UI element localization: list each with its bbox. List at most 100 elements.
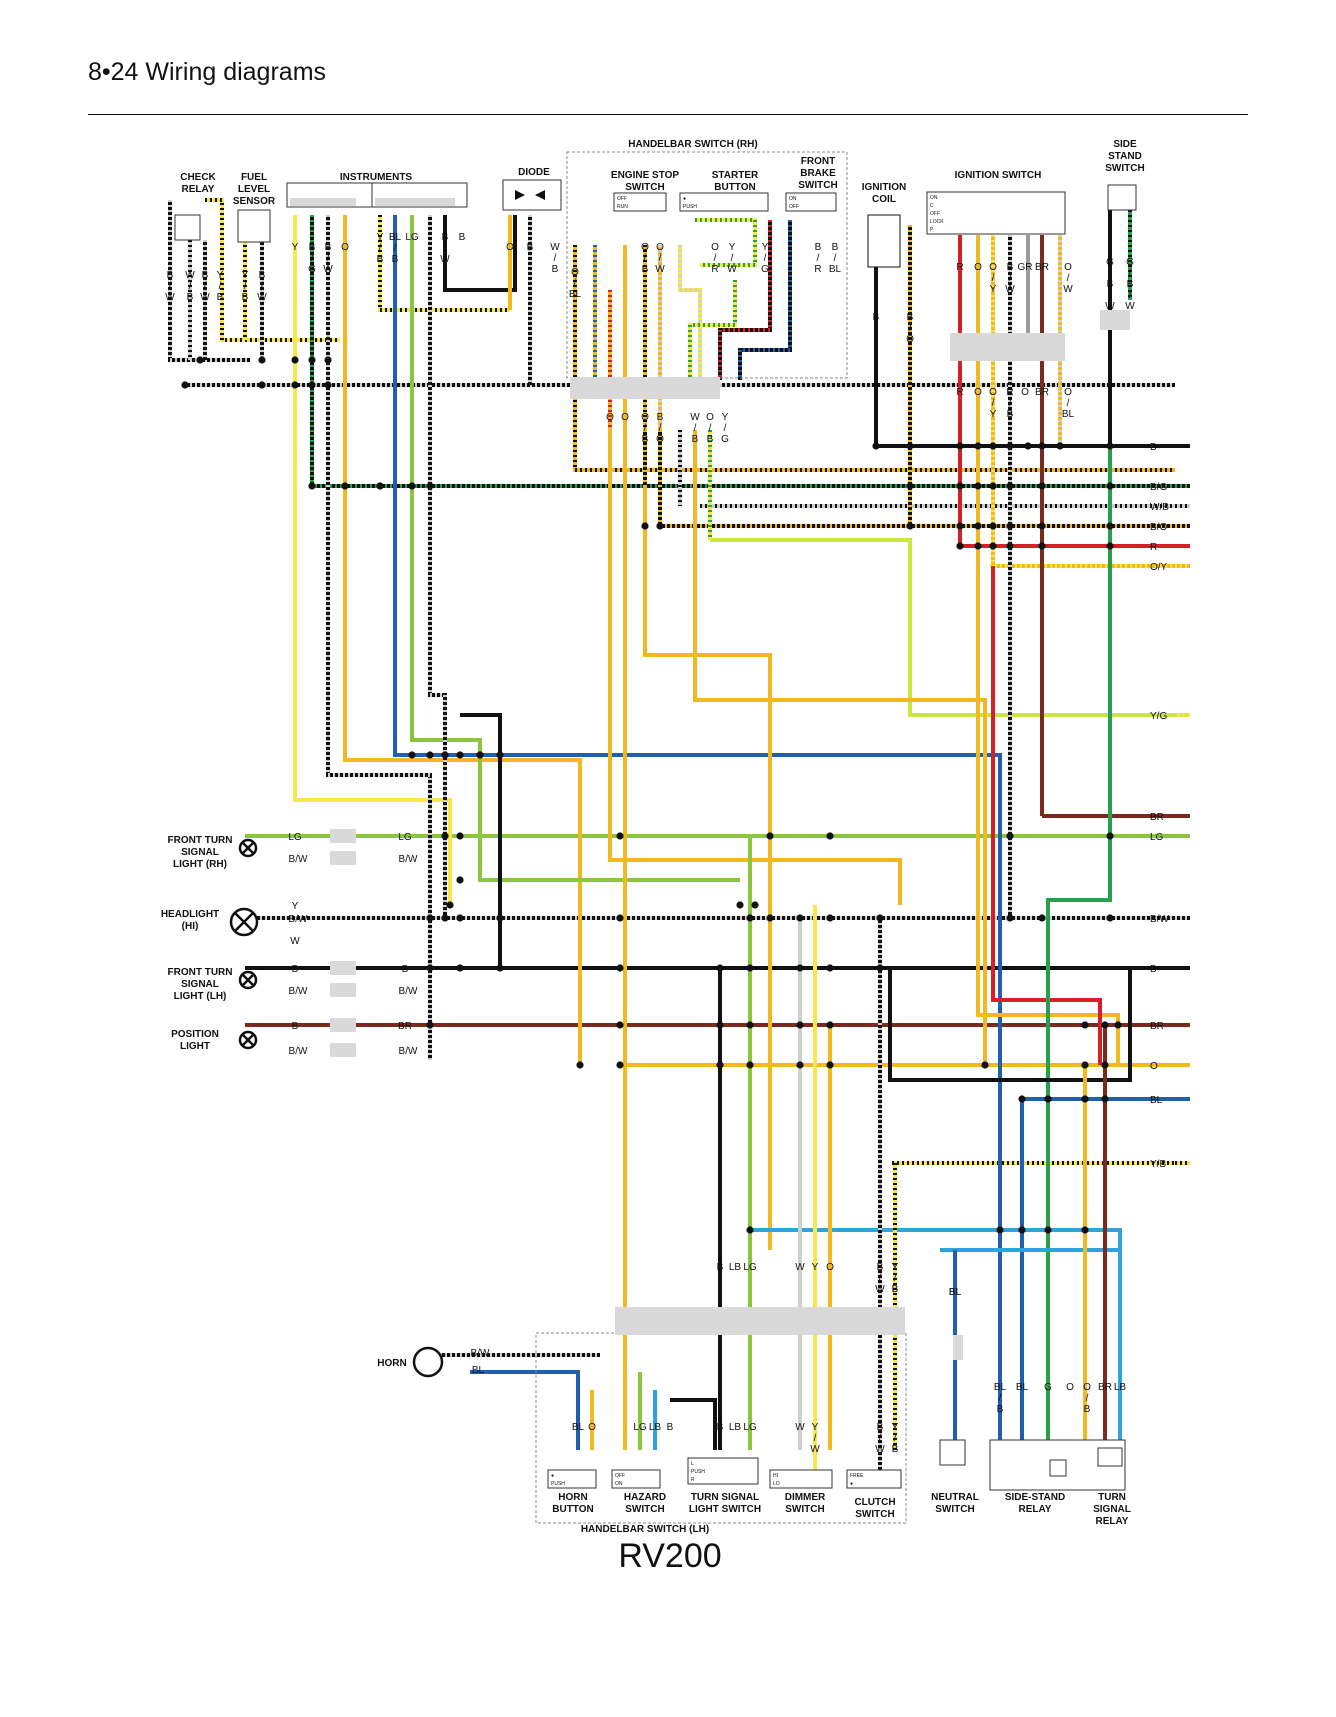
junction-dot bbox=[441, 832, 449, 840]
junction-dot bbox=[826, 964, 834, 972]
component-label-clutch-switch: CLUTCH bbox=[854, 1497, 895, 1508]
terminal-label: B/G bbox=[1150, 482, 1167, 493]
wire-code-ignition-top: W bbox=[1005, 284, 1015, 295]
junction-dot bbox=[981, 1061, 989, 1069]
wire-code-ignition-top: GR bbox=[1018, 262, 1033, 273]
wire-code-side-stand: / bbox=[1109, 290, 1112, 301]
junction-dot bbox=[426, 914, 434, 922]
component-label-turn-signal-light-switch: LIGHT SWITCH bbox=[689, 1504, 761, 1515]
component-label-handlebar-switch-lh: HANDELBAR SWITCH (LH) bbox=[581, 1524, 709, 1535]
component-label-engine-stop-switch: SWITCH bbox=[625, 182, 664, 193]
junction-dot bbox=[906, 482, 914, 490]
wire-tracer bbox=[428, 215, 447, 918]
lamp-connector-3 bbox=[330, 983, 356, 997]
junction-dot bbox=[1038, 914, 1046, 922]
terminal-label: Y/B bbox=[1150, 1159, 1166, 1170]
component-label-engine-stop-switch: ENGINE STOP bbox=[611, 170, 679, 181]
wire-code-brake: B bbox=[832, 242, 839, 253]
terminal-label: LG bbox=[1150, 832, 1164, 843]
wire-code-relay-bottom: O bbox=[1066, 1382, 1074, 1393]
junction-dot bbox=[716, 1061, 724, 1069]
component-label-front-brake-switch: FRONT bbox=[801, 156, 835, 167]
junction-dot bbox=[1038, 442, 1046, 450]
junction-dot bbox=[341, 482, 349, 490]
wire-code-side-stand: / bbox=[1129, 290, 1132, 301]
wire-code-starter: R bbox=[711, 264, 718, 275]
wire-code-instruments-right: / bbox=[444, 243, 447, 254]
component-label-starter-button: STARTER bbox=[712, 170, 759, 181]
wire-code-rh-bottom: O bbox=[656, 434, 664, 445]
wire-code-neutral: BL bbox=[949, 1287, 962, 1298]
junction-dot bbox=[1038, 482, 1046, 490]
wire-code-ignition-bottom: R bbox=[1006, 387, 1013, 398]
junction-dot bbox=[826, 1061, 834, 1069]
junction-dot bbox=[1106, 482, 1114, 490]
wire-code-fuel-sensor: / bbox=[244, 281, 247, 292]
neutral-connector bbox=[953, 1335, 963, 1360]
junction-dot bbox=[324, 381, 332, 389]
turn-signal-table bbox=[687, 1457, 759, 1485]
component-label-front-turn-signal-rh: LIGHT (RH) bbox=[173, 859, 227, 870]
wire-code-lh-lower-right: / bbox=[814, 1433, 817, 1444]
component-label-position-light: POSITION bbox=[171, 1029, 219, 1040]
wire-tracer bbox=[695, 218, 757, 267]
wire-tracer bbox=[378, 215, 510, 312]
wire-code-instruments-right: BL bbox=[389, 232, 402, 243]
junction-dot bbox=[1006, 522, 1014, 530]
junction-dot bbox=[876, 914, 884, 922]
wire-code-lh-lower-right: / bbox=[879, 1433, 882, 1444]
component-label-fuel-level-sensor: FUEL bbox=[241, 172, 267, 183]
wire-code-neutral: BL bbox=[949, 1287, 962, 1298]
wire-code-ignition-top: B bbox=[1007, 262, 1014, 273]
wire-tracer bbox=[326, 215, 432, 918]
wire-code-ignition-bottom: O bbox=[1021, 387, 1029, 398]
wire-code-starter: O bbox=[711, 242, 719, 253]
terminal-label: O/Y bbox=[1150, 562, 1168, 573]
junction-dot bbox=[496, 751, 504, 759]
wire-code-ignition-top: / bbox=[1009, 273, 1012, 284]
component-label-starter-button: BUTTON bbox=[714, 182, 755, 193]
junction-dot bbox=[974, 482, 982, 490]
wire-code-side-stand: W bbox=[1125, 301, 1135, 312]
terminal-label: B bbox=[1150, 964, 1157, 975]
junction-dot bbox=[1006, 914, 1014, 922]
component-label-front-turn-signal-rh: SIGNAL bbox=[181, 847, 219, 858]
wire-tracer bbox=[168, 200, 250, 362]
lamp-wire-horn: BL bbox=[472, 1365, 485, 1376]
wire-code-instruments-right: B bbox=[392, 254, 399, 265]
lamp-wire-position: BR bbox=[398, 1021, 412, 1032]
wire-code-relay-bottom: BL bbox=[1016, 1382, 1029, 1393]
junction-dot bbox=[906, 442, 914, 450]
wire-code-fuel-sensor: Y bbox=[242, 270, 249, 281]
junction-dot bbox=[1106, 442, 1114, 450]
lamp-wire-turn-rh: LG bbox=[288, 832, 302, 843]
wire-code-check-relay: B bbox=[187, 292, 194, 303]
wire-code-check-relay: / bbox=[169, 281, 172, 292]
hazard-table-row: OFF bbox=[615, 1473, 625, 1479]
wire-code-relay-bottom: / bbox=[1086, 1393, 1089, 1404]
wire-code-lh-upper: W bbox=[875, 1284, 885, 1295]
wire-code-instruments-right: / bbox=[379, 243, 382, 254]
junction-dot bbox=[496, 964, 504, 972]
lamp-wire-turn-lh: B/W bbox=[289, 986, 308, 997]
terminal-label: R bbox=[1150, 542, 1157, 553]
wire-code-fuel-sensor: B bbox=[242, 292, 249, 303]
junction-dot bbox=[181, 381, 189, 389]
junction-dot bbox=[656, 522, 664, 530]
wire-code-brake: / bbox=[834, 253, 837, 264]
component-label-front-turn-signal-lh: LIGHT (LH) bbox=[174, 991, 227, 1002]
wire-tracer bbox=[205, 198, 340, 342]
wire-code-ignition-bottom: Y bbox=[990, 409, 997, 420]
neutral-switch-box bbox=[939, 1439, 966, 1466]
terminal-label: B bbox=[1150, 442, 1157, 453]
junction-dot bbox=[1101, 1095, 1109, 1103]
junction-dot bbox=[1056, 442, 1064, 450]
junction-dot bbox=[1081, 1226, 1089, 1234]
component-label-horn-button: BUTTON bbox=[552, 1504, 593, 1515]
wire-code-check-relay: B bbox=[202, 270, 209, 281]
side-stand-connector bbox=[1100, 310, 1130, 330]
wire-tracer bbox=[573, 245, 1175, 472]
wire-code-relay-bottom: BL bbox=[994, 1382, 1007, 1393]
junction-dot bbox=[456, 832, 464, 840]
wire bbox=[643, 486, 772, 1250]
